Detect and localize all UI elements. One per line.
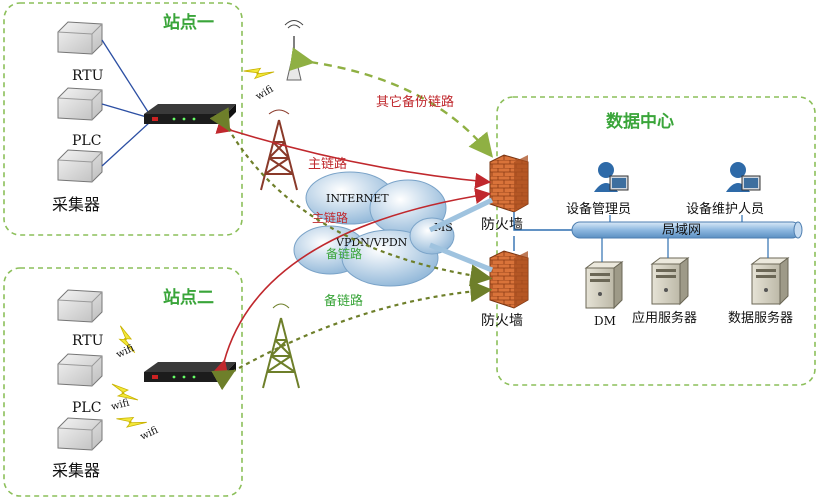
firewall-bottom-icon xyxy=(489,250,529,309)
maintainer-person-icon xyxy=(725,161,761,193)
site-one-collector-label: 采集器 xyxy=(52,195,100,214)
site-one-router-icon xyxy=(144,104,236,124)
backup-link-1-label: 备链路 xyxy=(326,246,362,261)
server-dm-label: DM xyxy=(594,314,616,328)
site-one-title: 站点一 xyxy=(163,12,214,33)
data-center-title: 数据中心 xyxy=(606,111,674,132)
data-center-panel xyxy=(496,96,816,386)
staff-lan-lines xyxy=(609,215,743,222)
admin-person-icon xyxy=(593,161,629,193)
wifi-signal-icon xyxy=(116,407,148,434)
main-link-1-label: 主链路 xyxy=(308,156,347,172)
lan-connections xyxy=(513,212,574,251)
staff-maintainer-label: 设备维护人员 xyxy=(686,201,764,217)
lan-label: 局域网 xyxy=(662,223,701,238)
data-server-icon xyxy=(751,257,789,305)
lan-bar xyxy=(571,221,803,239)
site-one-wifi-label: wifi xyxy=(254,84,276,103)
site-two-title: 站点二 xyxy=(163,287,214,308)
site-one-rtu-label: RTU xyxy=(72,68,104,84)
site-two-cell-tower-icon xyxy=(262,303,300,389)
site-two-collector-label: 采集器 xyxy=(52,461,100,480)
app-server-icon xyxy=(651,257,689,305)
cloud-internet-label: INTERNET xyxy=(326,192,389,205)
dm-server-icon xyxy=(585,261,623,309)
site-two-wifi-label-3: wifi xyxy=(139,425,161,443)
wifi-antenna-icon xyxy=(284,20,304,81)
site-two-plc-label: PLC xyxy=(72,400,101,416)
site-one-device-lines xyxy=(101,39,151,167)
site-two-rtu-label: RTU xyxy=(72,333,104,349)
collector-device-icon xyxy=(57,417,103,451)
site-one-panel xyxy=(3,2,243,236)
main-link-2-label: 主链路 xyxy=(312,210,348,225)
plc-device-icon xyxy=(57,353,103,387)
other-backup-link-label: 其它备份链路 xyxy=(376,94,454,110)
server-data-label: 数据服务器 xyxy=(728,310,793,326)
site-one-cell-tower-icon xyxy=(260,109,298,191)
server-lan-lines xyxy=(601,238,769,262)
backup-link-2-label: 备链路 xyxy=(324,293,363,309)
site-two-router-icon xyxy=(144,362,236,382)
rtu-device-icon xyxy=(57,21,103,55)
site-two-wifi-label-2: wifi xyxy=(110,397,131,412)
site-two-wifi-label-1: wifi xyxy=(115,343,137,361)
firewall-bottom-label: 防火墙 xyxy=(481,313,523,329)
firewall-top-icon xyxy=(489,154,529,213)
collector-device-icon xyxy=(57,149,103,183)
rtu-device-icon xyxy=(57,289,103,323)
site-one-plc-label: PLC xyxy=(72,133,101,149)
staff-admin-label: 设备管理员 xyxy=(566,201,631,217)
plc-device-icon xyxy=(57,87,103,121)
server-app-label: 应用服务器 xyxy=(632,310,697,326)
wifi-signal-icon xyxy=(243,57,275,86)
